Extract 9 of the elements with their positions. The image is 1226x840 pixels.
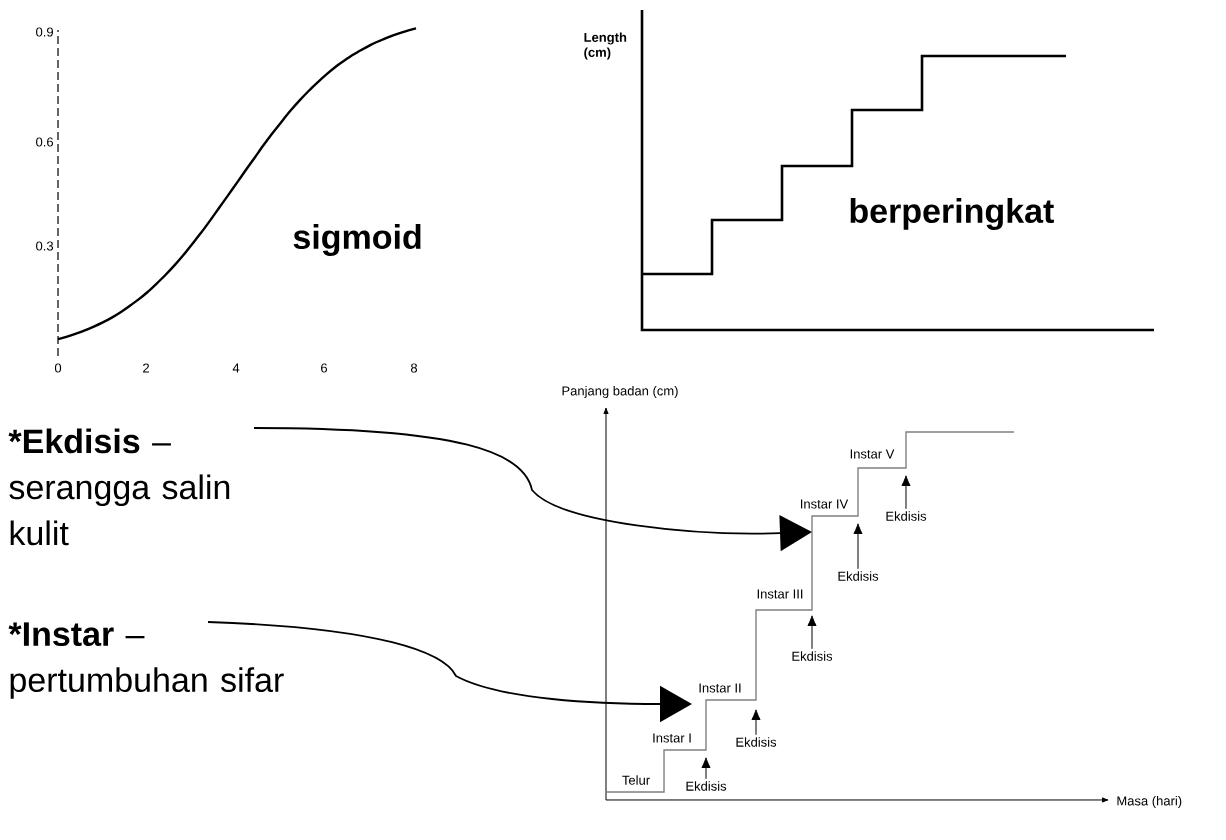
definition-text: *Instar – pertumbuhan sifar: [8, 622, 284, 699]
arrow: [807, 615, 817, 650]
arrow: [701, 757, 711, 780]
arrow: [901, 475, 911, 510]
definition-text: *Ekdisis – serangga salin kulit: [8, 428, 230, 546]
chart-label: berperingkat: [850, 198, 1054, 230]
arrow: [853, 523, 863, 570]
arrow: [751, 709, 761, 736]
chart-label: sigmoid: [293, 224, 421, 256]
